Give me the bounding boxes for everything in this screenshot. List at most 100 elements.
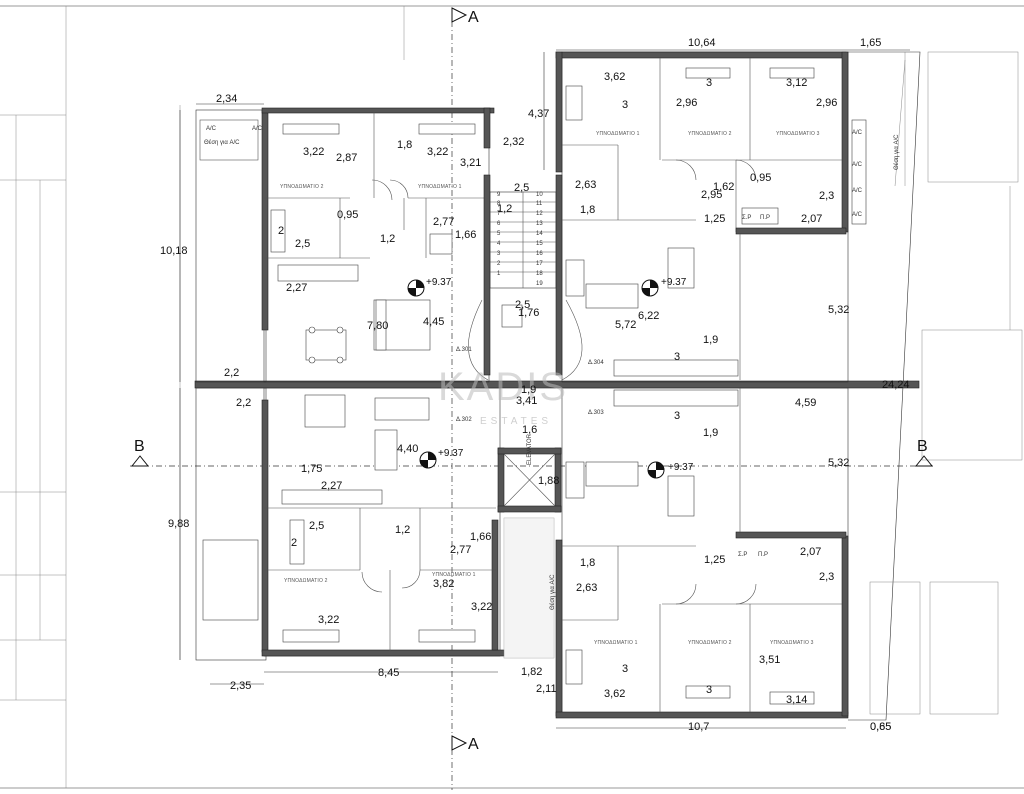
dimension: 2,32 (503, 136, 524, 148)
room-label: ΥΠΝΟΔΩΜΑΤΙΟ 2 (280, 184, 324, 190)
dimension: 3,82 (433, 578, 454, 590)
sp-label: Σ.Ρ (738, 552, 747, 558)
dimension: 1,2 (497, 203, 512, 215)
stair-step: 19 (536, 281, 543, 287)
dimension: 2,63 (576, 582, 597, 594)
ac-place-label: Θέση για A/C (549, 574, 556, 610)
stair-core (468, 174, 583, 659)
dimension: 2,11 (536, 683, 557, 695)
pp-label: Π.Ρ (760, 215, 770, 221)
dimension: 10,18 (160, 245, 188, 257)
level-marker-icon (407, 279, 425, 297)
dimension: 1,65 (860, 37, 881, 49)
dimension: 3 (706, 77, 712, 89)
ac-place-label: Θέση για A/C (893, 134, 900, 170)
apartment-label-303: Δ.303 (588, 410, 604, 416)
stair-step: 3 (497, 251, 501, 257)
stair-step: 14 (536, 231, 543, 237)
dimension: 5,32 (828, 304, 849, 316)
section-b-left: B (134, 438, 145, 455)
dimension: 1,9 (521, 384, 536, 396)
apartment-301 (195, 107, 495, 383)
section-b-right: B (917, 438, 928, 455)
sp-label: Σ.Ρ (742, 215, 751, 221)
stair-step: 15 (536, 241, 543, 247)
dimension: 2,3 (819, 190, 834, 202)
ac-label: A/C (206, 126, 217, 132)
dimension: 1,66 (470, 531, 491, 543)
dimension: 2 (291, 537, 297, 549)
dimension: 2,87 (336, 152, 357, 164)
dimension: 2,5 (515, 299, 530, 311)
stair-numbers-right: 19 18 17 16 15 14 13 12 11 10 (536, 192, 543, 287)
stair-step: 1 (497, 271, 501, 277)
section-a-bottom: A (468, 736, 479, 753)
dimension: 8,45 (378, 667, 399, 679)
level-304: +9.37 (661, 277, 687, 288)
dimension: 4,59 (795, 397, 816, 409)
dimension: 3,12 (786, 77, 807, 89)
stair-step: 12 (536, 211, 543, 217)
dimension: 3,62 (604, 71, 625, 83)
level-marker-icon (647, 461, 665, 479)
room-label: ΥΠΝΟΔΩΜΑΤΙΟ 3 (770, 640, 814, 646)
stair-step: 9 (497, 192, 501, 198)
dimension: 3,22 (471, 601, 492, 613)
level-301: +9.37 (426, 277, 452, 288)
room-label: ΥΠΝΟΔΩΜΑΤΙΟ 1 (432, 572, 476, 578)
dimension: 2,5 (295, 238, 310, 250)
dimension: 4,40 (397, 443, 418, 455)
stair-step: 17 (536, 261, 543, 267)
dimension: 10,7 (688, 721, 709, 733)
level-303: +9.37 (668, 462, 694, 473)
stair-step: 8 (497, 201, 501, 207)
dimension: 0,65 (870, 721, 891, 733)
dimension: 2,07 (800, 546, 821, 558)
dimension: 2,77 (433, 216, 454, 228)
dimension: 3,51 (759, 654, 780, 666)
room-label: ΥΠΝΟΔΩΜΑΤΙΟ 1 (594, 640, 638, 646)
apartment-303 (555, 387, 849, 719)
dimension: 4,45 (423, 316, 444, 328)
dimension: 3,62 (604, 688, 625, 700)
dimension: 24,24 (882, 379, 910, 391)
ac-label: A/C (852, 162, 863, 168)
dimension: 3 (622, 663, 628, 675)
dimension: 3 (622, 99, 628, 111)
stair-step: 16 (536, 251, 543, 257)
stair-step: 13 (536, 221, 543, 227)
room-label: ΥΠΝΟΔΩΜΑΤΙΟ 1 (596, 131, 640, 137)
level-302: +9.37 (438, 448, 464, 459)
level-marker-icon (641, 279, 659, 297)
dimension: 0,85 (870, 721, 891, 733)
apartment-304 (555, 51, 867, 383)
pp-label: Π.Ρ (758, 552, 768, 558)
dimension: 4,37 (528, 108, 549, 120)
dimension: 0,95 (337, 209, 358, 221)
slab-line (194, 380, 920, 389)
level-marker-icon (419, 451, 437, 469)
dimension: 3 (706, 684, 712, 696)
dimension: 3,21 (460, 157, 481, 169)
room-label: ΥΠΝΟΔΩΜΑΤΙΟ 1 (418, 184, 462, 190)
dimension: 2,96 (816, 97, 837, 109)
dimension: 3 (674, 351, 680, 363)
dimension: 1,82 (521, 666, 542, 678)
dimension: 1,8 (397, 139, 412, 151)
dimension: 3,22 (318, 614, 339, 626)
dimension: 2,2 (236, 397, 251, 409)
dimension: 1,8 (580, 557, 595, 569)
dimension: 3,22 (303, 146, 324, 158)
dimension: 1,2 (380, 233, 395, 245)
elevator-label: ELEVATOR (527, 433, 533, 465)
stair-step: 18 (536, 271, 543, 277)
dimension: 2,3 (819, 571, 834, 583)
dimension: 7,80 (367, 320, 388, 332)
room-label: ΥΠΝΟΔΩΜΑΤΙΟ 2 (688, 640, 732, 646)
dimension: 6,22 (638, 310, 659, 322)
dimension: 0,95 (750, 172, 771, 184)
dimension: 2,2 (224, 367, 239, 379)
dimension: 1,6 (522, 424, 537, 436)
dimension: 2,35 (230, 680, 251, 692)
